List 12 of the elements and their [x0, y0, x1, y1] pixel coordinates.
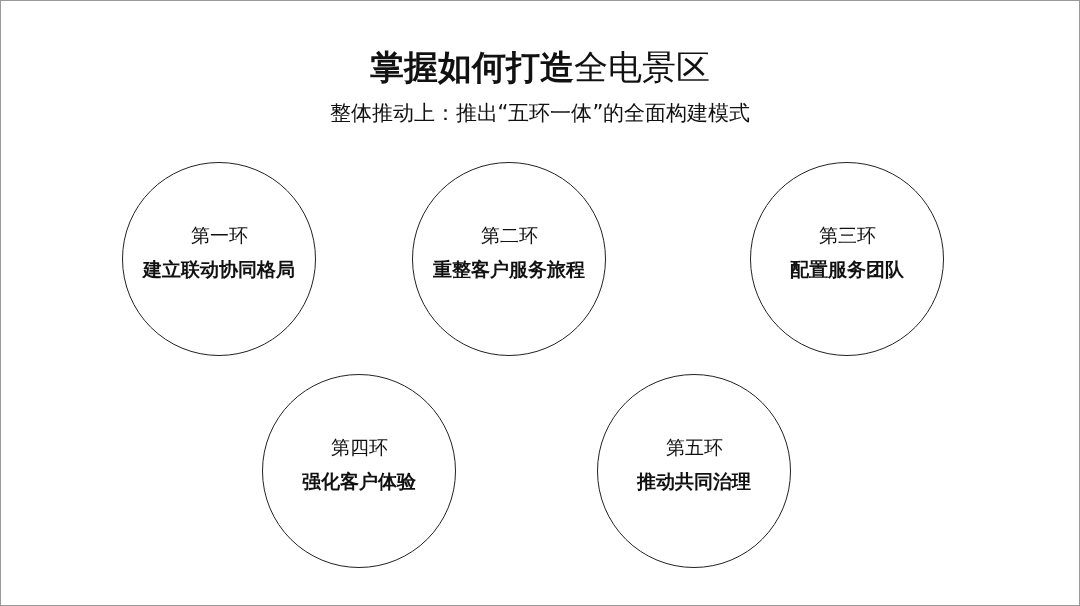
ring-label: 建立联动协同格局: [143, 258, 295, 280]
ring-number: 第二环: [480, 224, 538, 246]
subtitle: 整体推动上：推出“五环一体”的全面构建模式: [328, 100, 752, 127]
ring-label: 推动共同治理: [637, 470, 751, 492]
ring-label: 重整客户服务旅程: [433, 258, 585, 280]
ring-number: 第一环: [190, 224, 248, 246]
ring-number: 第四环: [330, 436, 388, 458]
ring-label: 配置服务团队: [790, 258, 904, 280]
ring-number: 第三环: [818, 224, 876, 246]
title: 掌握如何打造全电景区: [369, 46, 711, 89]
ring-label: 强化客户体验: [302, 470, 416, 492]
ring-number: 第五环: [665, 436, 723, 458]
